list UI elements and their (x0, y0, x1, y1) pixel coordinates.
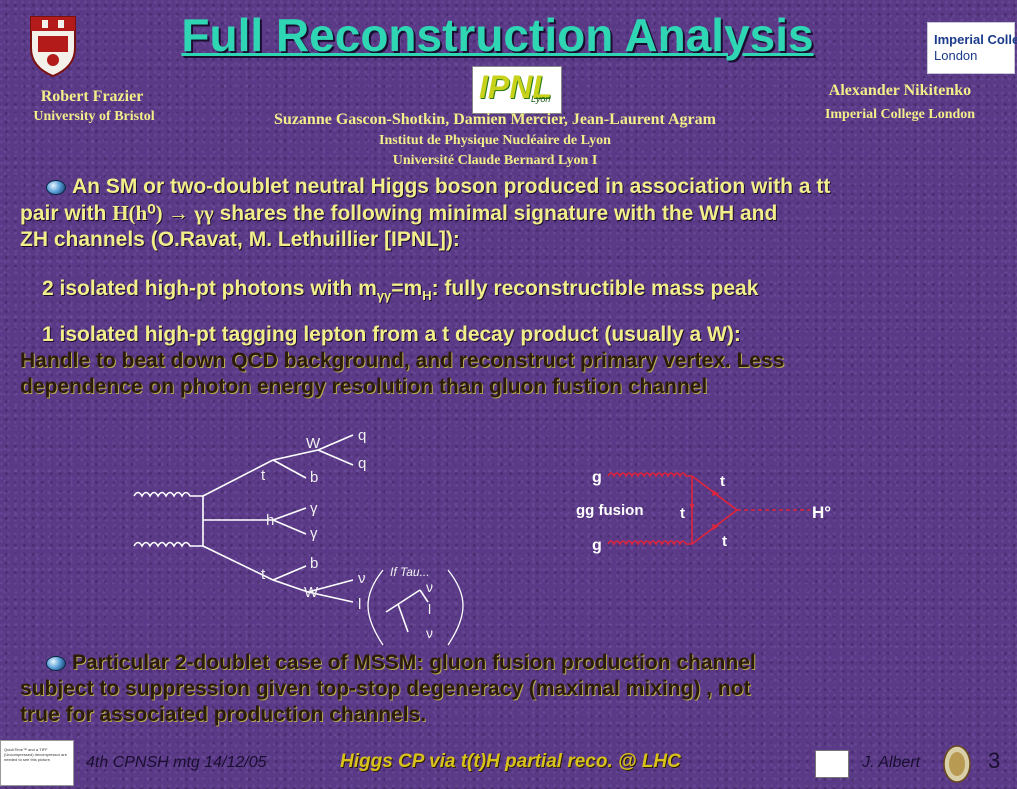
point-photons-sub-h: H (422, 288, 432, 304)
bullet-icon (46, 655, 66, 671)
diagram1-label-q2: q (358, 455, 366, 472)
quicktime-placeholder-text: QuickTime™ and a TIFF (Uncompressed) dec… (4, 747, 67, 762)
author-center-affiliation-1: Institut de Physique Nucléaire de Lyon (379, 133, 611, 148)
imperial-logo-line2: London (934, 48, 978, 63)
imperial-logo-line1: Imperial College (934, 32, 1017, 47)
point-lepton: 1 isolated high-pt tagging lepton from a… (20, 322, 1015, 400)
point-lepton-line-3: dependence on photon energy resolution t… (20, 375, 708, 398)
mssm-line-2: subject to suppression given top-stop de… (20, 677, 751, 700)
diagram1-label-w2: W (304, 584, 319, 601)
diagram2-label-t1: t (720, 473, 725, 490)
ipnl-logo-sub: Lyon (531, 94, 551, 104)
point-photons-sub-gg: γγ (376, 288, 392, 304)
diagram2-label-fusion: gg fusion (576, 502, 644, 519)
footer-author: J. Albert (862, 754, 921, 771)
footer-talk-title: Higgs CP via t(t)H partial reco. @ LHC (340, 751, 681, 772)
footer-small-logo (815, 750, 849, 778)
intro-paragraph: An SM or two-doublet neutral Higgs boson… (20, 174, 1015, 253)
author-right-affiliation: Imperial College London (824, 107, 976, 122)
author-left-affiliation: University of Bristol (33, 109, 155, 124)
intro-line-2b: shares the following minimal signature w… (213, 202, 778, 225)
intro-line-3: ZH channels (O.Ravat, M. Lethuillier [IP… (20, 228, 460, 251)
diagram1-tau-note: If Tau... (390, 565, 430, 579)
quicktime-placeholder: QuickTime™ and a TIFF (Uncompressed) dec… (0, 740, 74, 786)
diagram1-tau-nu1: ν (426, 579, 433, 595)
gluon-line-bottom (133, 541, 203, 548)
point-lepton-line-1: 1 isolated high-pt tagging lepton from a… (42, 323, 741, 346)
point-photons-text-b: =m (391, 277, 423, 300)
author-left-name: Robert Frazier (40, 88, 144, 105)
diagram1-label-t1: t (261, 467, 266, 484)
diagram1-label-w1: W (306, 435, 321, 452)
page-title: Full Reconstruction Analysis (181, 9, 814, 61)
diagram1-tau-nu2: ν (426, 625, 433, 641)
diagram1-label-q1: q (358, 427, 366, 444)
author-right-name: Alexander Nikitenko (828, 82, 972, 99)
gluon-line-top (133, 491, 203, 498)
diagram1-tau-l: l (428, 601, 431, 617)
tth-feynman-diagram: t W q q b h γ γ b t W ν l If Tau... ν l … (128, 420, 478, 650)
author-center-names: Suzanne Gascon-Shotkin, Damien Mercier, … (274, 111, 716, 128)
diagram2-label-higgs: H° (812, 503, 831, 522)
diagram2-label-g2: g (592, 537, 602, 554)
diagram1-label-l: l (358, 596, 361, 613)
mssm-paragraph: Particular 2-doublet case of MSSM: gluon… (20, 650, 1015, 728)
footer-meeting: 4th CPNSH mtg 14/12/05 (86, 754, 267, 771)
diagram1-label-b1: b (310, 469, 318, 486)
point-photons-text-c: : fully reconstructible mass peak (431, 277, 759, 300)
author-center-affiliation-2: Université Claude Bernard Lyon I (392, 153, 598, 168)
intro-formula: H(h⁰) → γγ (112, 201, 214, 225)
ipnl-logo: IPNL Lyon (472, 66, 562, 114)
mssm-line-3: true for associated production channels. (20, 703, 427, 726)
diagram1-label-b2: b (310, 555, 318, 572)
page-number: 3 (988, 748, 1001, 773)
diagram2-label-t2: t (680, 505, 685, 522)
diagram1-label-h: h (266, 512, 274, 529)
diagram1-label-gamma1: γ (310, 500, 318, 517)
bullet-icon (46, 179, 66, 195)
point-lepton-line-2: Handle to beat down QCD background, and … (20, 349, 785, 372)
gg-fusion-diagram: g g gg fusion t t t H° (572, 462, 842, 562)
diagram2-label-g1: g (592, 469, 602, 486)
diagram1-label-t2: t (261, 566, 266, 583)
diagram1-label-gamma2: γ (310, 525, 318, 542)
imperial-logo: Imperial College London (927, 22, 1017, 74)
ipnl-logo-text: IPNL (479, 69, 552, 105)
intro-line-1: An SM or two-doublet neutral Higgs boson… (72, 175, 831, 198)
point-photons: 2 isolated high-pt photons with mγγ=mH: … (42, 276, 1002, 309)
mssm-line-1: Particular 2-doublet case of MSSM: gluon… (72, 651, 756, 674)
diagram2-label-t3: t (722, 533, 727, 550)
bristol-logo (28, 14, 78, 78)
footer-seal-icon (942, 744, 972, 789)
point-photons-text-a: 2 isolated high-pt photons with m (42, 277, 377, 300)
intro-line-2a: pair with (20, 202, 113, 225)
diagram1-label-nu: ν (358, 570, 366, 587)
